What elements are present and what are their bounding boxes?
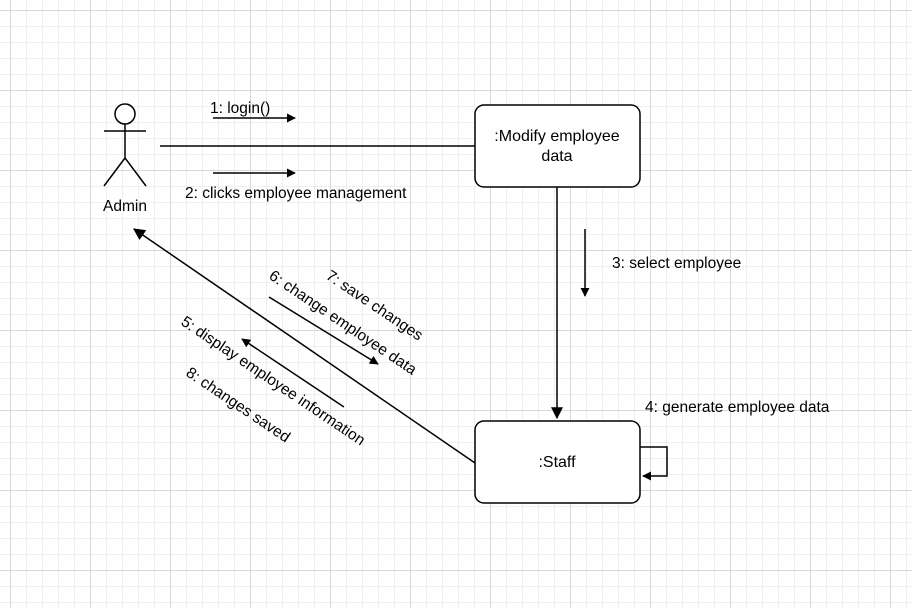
staff-object[interactable]: :Staff bbox=[474, 420, 641, 504]
message-arrow-6-7 bbox=[268, 296, 379, 365]
modify-employee-data-object[interactable]: :Modify employee data bbox=[474, 104, 641, 188]
link-staff-admin[interactable] bbox=[133, 228, 476, 464]
modify-object-label-line2: data bbox=[541, 148, 572, 165]
message-2-label: 2: clicks employee management bbox=[185, 185, 407, 202]
modify-object-label-line1: :Modify employee bbox=[494, 128, 619, 145]
message-1-label: 1: login() bbox=[210, 100, 270, 117]
staff-object-label: :Staff bbox=[538, 454, 576, 471]
message-4-label: 4: generate employee data bbox=[645, 399, 830, 416]
admin-actor-label: Admin bbox=[103, 198, 147, 215]
message-arrow-5-8 bbox=[241, 338, 345, 408]
self-link-staff[interactable] bbox=[640, 446, 668, 481]
admin-actor[interactable] bbox=[103, 103, 147, 187]
message-3-label: 3: select employee bbox=[612, 255, 741, 272]
